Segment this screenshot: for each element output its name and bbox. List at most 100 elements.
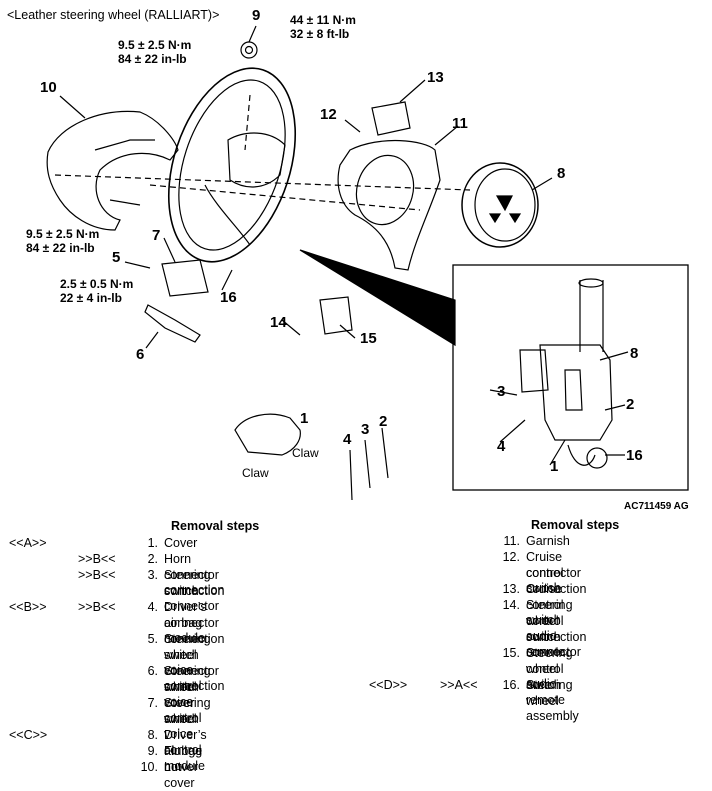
torque-value: 22 ± 4 in-lb [60,291,122,305]
step-number: 14. [502,598,520,612]
removal-steps-heading-right: Removal steps [531,518,620,532]
cover-part [234,413,301,456]
steering-column [579,280,604,352]
step-text: Cover [164,536,198,550]
inset-callout-4: 4 [497,438,506,455]
air-bag-module [461,162,539,248]
service-code: >>B<< [78,552,116,566]
torque-flange-nut: 44 ± 11 N·m 32 ± 8 ft-lb [290,13,356,41]
inset-callout-2: 2 [626,396,635,413]
step-number: 10. [140,760,158,774]
callout-10: 10 [40,79,57,96]
callout-12: 12 [320,106,337,123]
step-text: switch connector connection [164,648,225,694]
step-number: 11. [503,534,520,548]
step-text: control switch [526,662,564,692]
step-text: Steering wheel voice control [164,632,211,693]
step-text: Cruise control switch [526,582,564,628]
step-number: 8. [147,728,158,742]
torque-lower-cover-upper: 9.5 ± 2.5 N·m 84 ± 22 in-lb [118,38,191,66]
step-number: 7. [147,696,158,710]
step-text: Steering switch connector [164,568,219,614]
callout-9: 9 [252,7,261,24]
callout-1: 1 [300,410,309,427]
voice-switch-cover [144,304,201,343]
step-text: connector connection [164,616,225,646]
torque-value: 9.5 ± 2.5 N·m [118,38,192,52]
service-code: <<B>> [9,600,47,614]
step-text: connection [526,630,587,644]
voice-control-switch [161,259,209,297]
step-text: Driver’s air bag module [164,600,207,646]
step-number: 6. [147,664,158,678]
audio-remote-switch [319,296,353,335]
callout-11: 11 [452,115,468,132]
step-number: 5. [147,632,158,646]
step-text: Horn connector connection [164,552,225,598]
callout-7: 7 [152,227,161,244]
inset-callout-8: 8 [630,345,639,362]
step-text: Steering wheel audio remote [526,598,573,659]
flange-nut [240,41,258,59]
diagram-title: <Leather steering wheel (RALLIART)> [7,8,220,22]
figure-id: AC711459 AG [624,501,689,512]
service-code: <<D>> [369,678,408,692]
torque-lower-cover-lower: 9.5 ± 2.5 N·m 84 ± 22 in-lb [26,227,99,255]
step-number: 1. [147,536,158,550]
service-code: >>B<< [78,600,116,614]
step-text: Steering wheel assembly [526,678,579,724]
service-code: >>B<< [78,568,116,582]
step-text: connector connection [526,566,587,596]
step-text: Steering wheel voice control [164,664,211,725]
step-text: switch [164,712,199,726]
callout-4: 4 [343,431,352,448]
torque-value: 32 ± 8 ft-lb [290,27,350,41]
step-text: connection [164,584,225,598]
callout-16: 16 [220,289,237,306]
removal-steps-heading-left: Removal steps [171,519,260,533]
callout-2: 2 [379,413,388,430]
service-code: >>A<< [440,678,478,692]
service-code: <<A>> [9,536,47,550]
step-text: Cruise control switch [526,550,564,596]
torque-value: 84 ± 22 in-lb [118,52,187,66]
callout-15: 15 [360,330,377,347]
step-number: 9. [147,744,158,758]
inset-callout-16: 16 [626,447,643,464]
step-text: control switch connector [526,614,581,660]
callout-5: 5 [112,249,121,266]
step-text: switch cover [164,680,199,710]
torque-value: 84 ± 22 in-lb [26,241,95,255]
service-code: <<C>> [9,728,48,742]
step-number: 2. [147,552,158,566]
torque-value: 2.5 ± 0.5 N·m [60,277,134,291]
step-number: 15. [502,646,520,660]
step-number: 13. [502,582,520,596]
step-number: 3. [147,568,158,582]
callout-13: 13 [427,69,444,86]
step-number: 4. [147,600,158,614]
callout-6: 6 [136,346,145,363]
step-text: Flunge nut [164,744,203,774]
garnish-part [337,140,441,271]
inset-callout-1: 1 [550,458,559,475]
inset-callout-3: 3 [497,383,506,400]
step-text: Steering wheel audio remote [526,646,573,707]
cruise-control-switch [371,101,411,136]
claw-label: Claw [242,466,269,480]
step-number: 16. [502,678,520,692]
step-text: Driver’s air bag module [164,728,207,774]
claw-label: Claw [292,446,319,460]
torque-value: 44 ± 11 N·m [290,13,356,27]
callout-14: 14 [270,314,287,331]
step-number: 12. [502,550,520,564]
callout-3: 3 [361,421,370,438]
torque-value: 9.5 ± 2.5 N·m [26,227,100,241]
step-text: Steering wheel voice control [164,696,211,757]
callout-8: 8 [557,165,566,182]
step-text: Lower cover [164,760,199,790]
step-text: Garnish [526,534,570,548]
detail-inset-box [452,264,689,491]
torque-voice-switch: 2.5 ± 0.5 N·m 22 ± 4 in-lb [60,277,133,305]
